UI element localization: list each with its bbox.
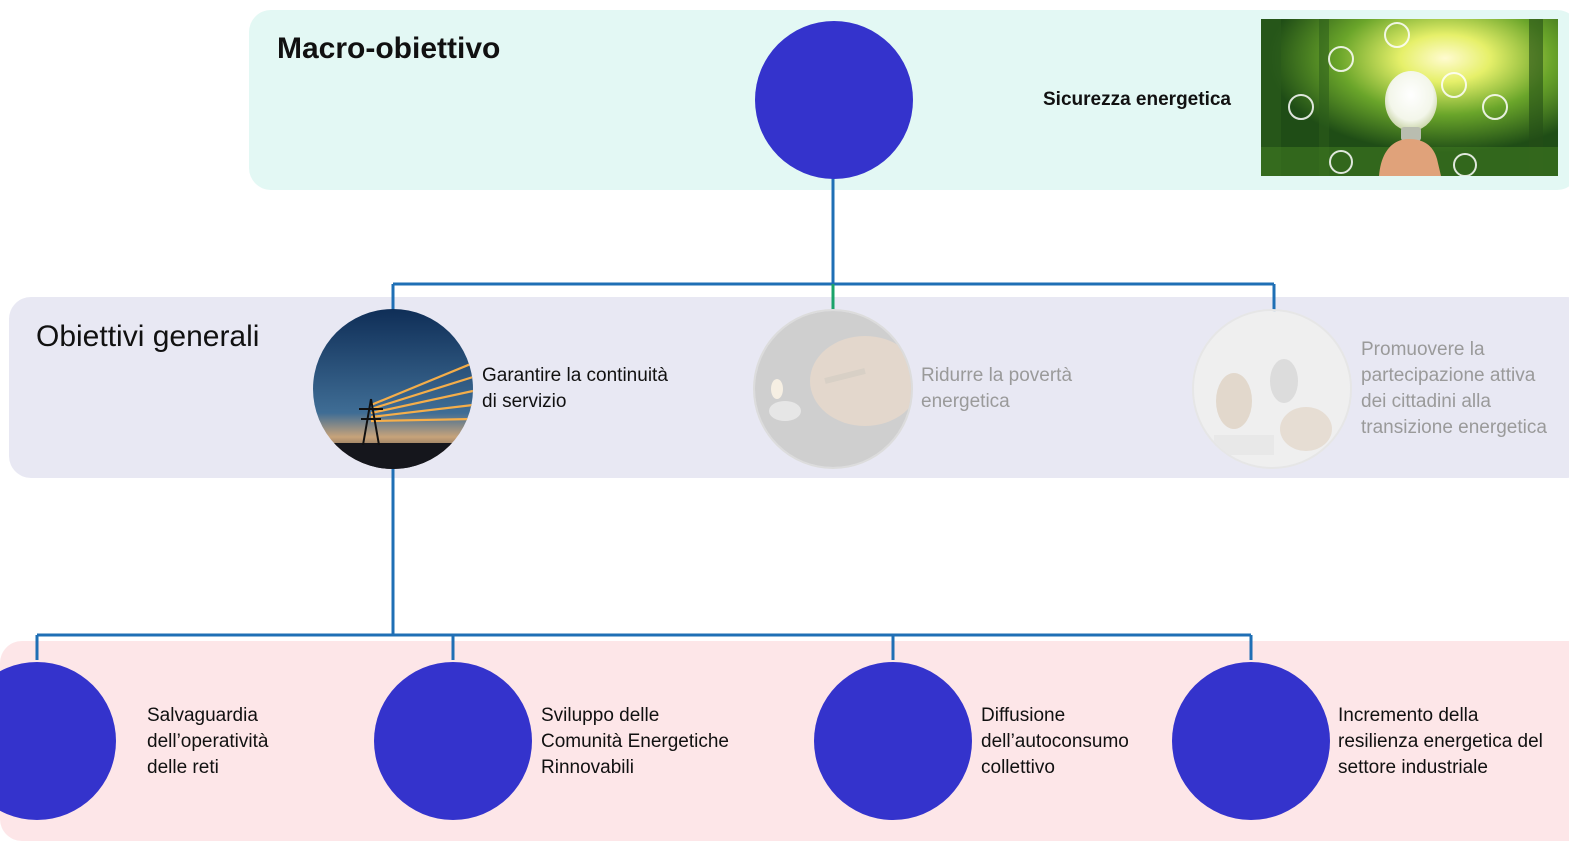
label-line: dell’autoconsumo (981, 731, 1129, 752)
energy-lightbulb-image (1261, 19, 1558, 176)
label-line: energetica (921, 391, 1010, 412)
label-line: Ridurre la povertà (921, 365, 1073, 386)
general-objective-1-label: Garantire la continuità di servizio (482, 363, 668, 415)
macro-objective-node[interactable] (755, 21, 913, 179)
label-line: Sviluppo delle (541, 705, 660, 726)
label-line: transizione energetica (1361, 417, 1547, 438)
label-line: Promuovere la (1361, 339, 1485, 360)
label-line: partecipazione attiva (1361, 365, 1536, 386)
label-line: dell’operatività (147, 731, 269, 752)
label-line: resilienza energetica del (1338, 731, 1543, 752)
macro-objective-title: Macro-obiettivo (277, 32, 501, 65)
specific-objective-1-label: Salvaguardia dell’operatività delle reti (147, 703, 268, 781)
general-objective-2-label: Ridurre la povertà energetica (921, 363, 1072, 415)
label-line: Comunità Energetiche (541, 731, 729, 752)
specific-objective-3-node[interactable] (814, 662, 972, 820)
label-line: Garantire la continuità (482, 365, 668, 386)
macro-objective-label: Sicurezza energetica (1043, 89, 1231, 110)
specific-objective-2-label: Sviluppo delle Comunità Energetiche Rinn… (541, 703, 729, 781)
label-line: delle reti (147, 757, 219, 778)
specific-objective-4-node[interactable] (1172, 662, 1330, 820)
specific-objective-2-node[interactable] (374, 662, 532, 820)
label-line: settore industriale (1338, 757, 1488, 778)
power-lines-image[interactable] (313, 309, 473, 469)
specific-objective-4-label: Incremento della resilienza energetica d… (1338, 703, 1543, 781)
label-line: Diffusione (981, 705, 1066, 726)
label-line: Incremento della (1338, 705, 1479, 726)
label-line: dei cittadini alla (1361, 391, 1491, 412)
label-line: Rinnovabili (541, 757, 634, 778)
general-objective-3-label: Promuovere la partecipazione attiva dei … (1361, 337, 1547, 441)
citizens-meeting-image[interactable] (1192, 309, 1352, 469)
match-flame-image[interactable] (753, 309, 913, 469)
label-line: collettivo (981, 757, 1055, 778)
label-line: di servizio (482, 391, 567, 412)
general-objectives-title: Obiettivi generali (36, 320, 260, 353)
specific-objective-3-label: Diffusione dell’autoconsumo collettivo (981, 703, 1129, 781)
label-line: Salvaguardia (147, 705, 258, 726)
